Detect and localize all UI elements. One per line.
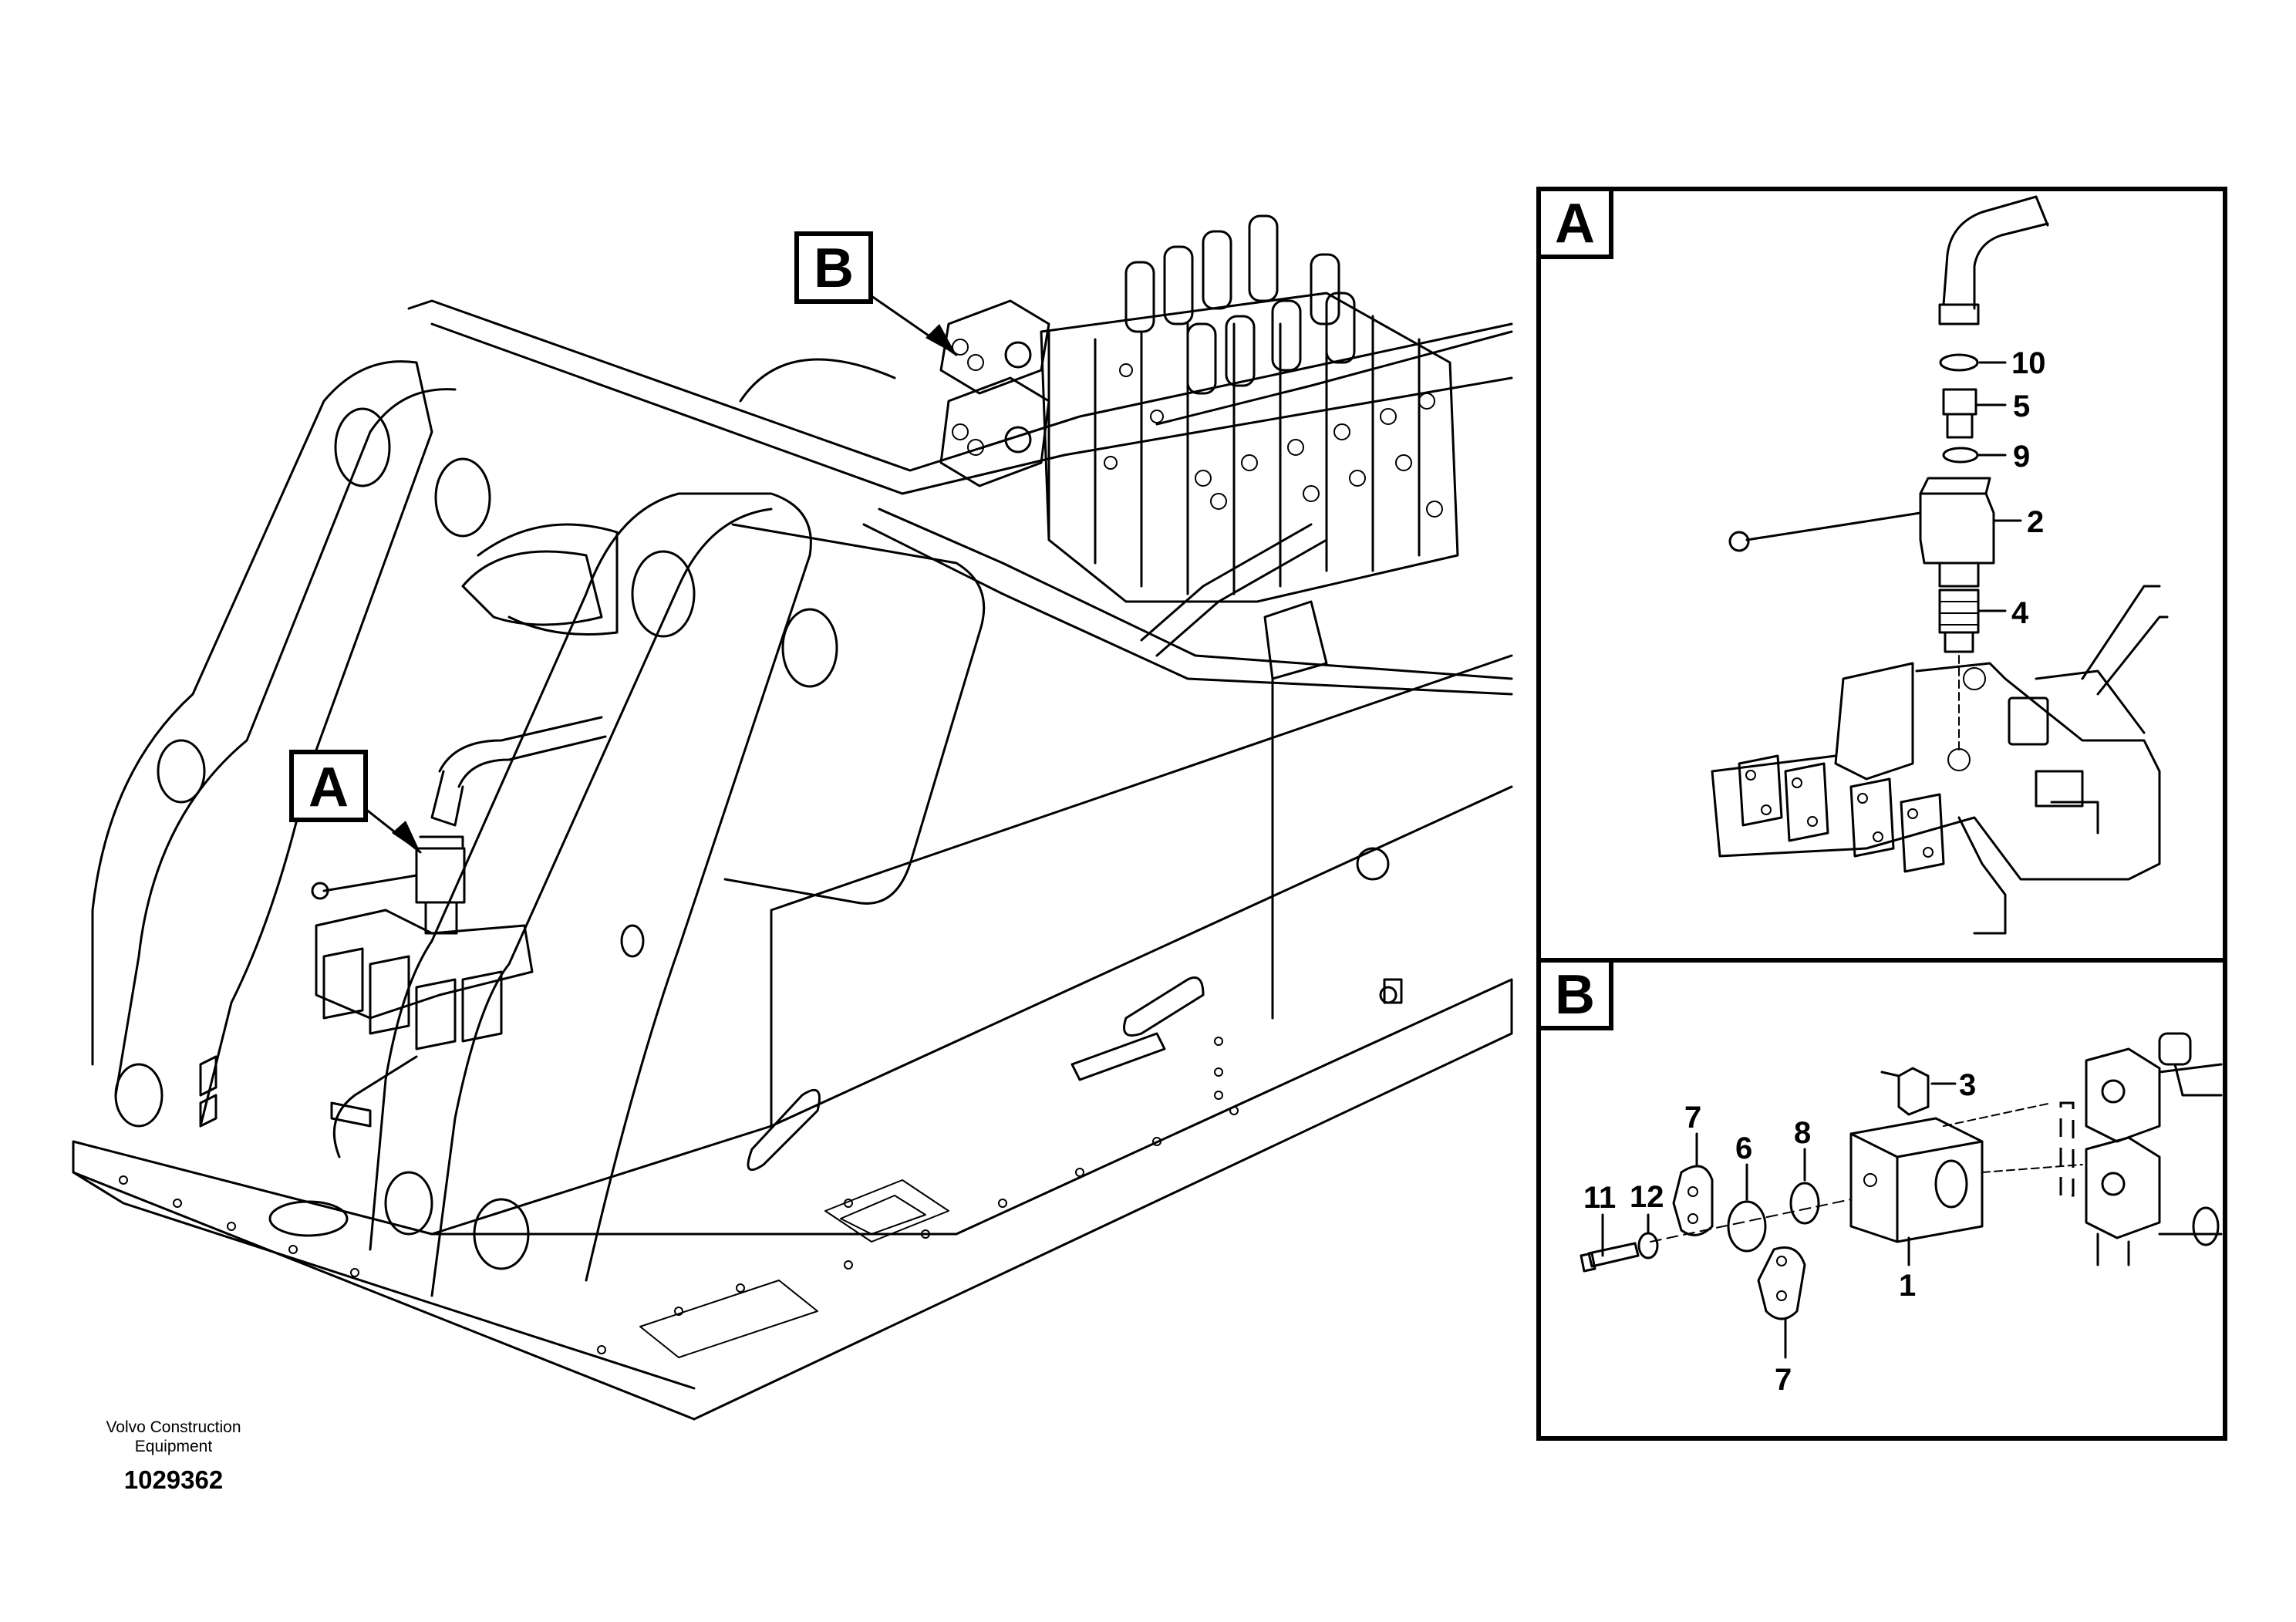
svg-text:A: A	[308, 757, 349, 818]
part-label: 3	[1959, 1068, 1976, 1102]
part-label: 4	[2011, 596, 2029, 630]
callout-b-main: B	[794, 231, 958, 356]
callout-a-main: A	[289, 750, 422, 854]
main-view: B A	[72, 214, 1513, 1421]
part-label: 2	[2027, 505, 2044, 539]
part-label: 10	[2011, 346, 2046, 380]
part-label: 11	[1583, 1181, 1616, 1215]
company-line-2: Equipment	[134, 1438, 213, 1455]
part-label: 5	[2013, 389, 2030, 423]
b-valve-main	[939, 299, 1050, 487]
company-line-1: Volvo Construction	[106, 1418, 241, 1436]
detail-a-panel: A	[1536, 187, 2227, 963]
svg-text:B: B	[1555, 964, 1595, 1026]
control-valve	[1040, 214, 1459, 680]
part-label: 1	[1899, 1269, 1916, 1303]
footer-company: Volvo Construction Equipment	[69, 1418, 278, 1456]
part-label: 8	[1794, 1116, 1811, 1150]
drawing-number: 1029362	[123, 1465, 224, 1494]
part-label: 12	[1630, 1180, 1664, 1214]
part-label: 6	[1735, 1131, 1752, 1165]
part-label: 7	[1684, 1101, 1701, 1135]
a-sensor-main	[311, 716, 607, 1050]
part-label: 9	[2013, 440, 2030, 474]
part-label: 7	[1775, 1363, 1792, 1397]
svg-text:B: B	[814, 238, 854, 299]
svg-text:A: A	[1555, 193, 1595, 255]
detail-b-panel: B	[1536, 958, 2227, 1441]
